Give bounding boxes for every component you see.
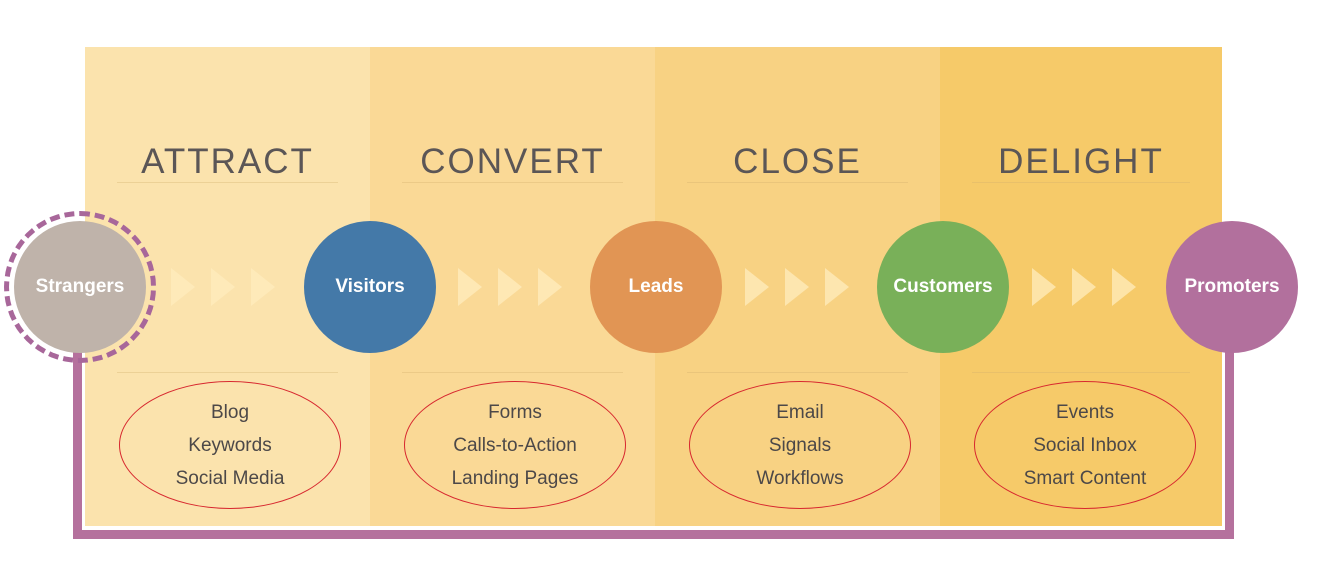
loop-line-bottom bbox=[73, 530, 1234, 539]
divider-top bbox=[972, 182, 1190, 183]
chevron-arrow-icon bbox=[1072, 268, 1096, 306]
divider-top bbox=[402, 182, 623, 183]
chevron-arrow-icon bbox=[211, 268, 235, 306]
tool-item: Forms bbox=[488, 401, 542, 423]
tool-item: Blog bbox=[210, 401, 250, 423]
stage-promoters: Promoters bbox=[1166, 221, 1298, 353]
stage-strangers: Strangers bbox=[14, 221, 146, 353]
chevron-arrow-icon bbox=[785, 268, 809, 306]
divider-top bbox=[687, 182, 908, 183]
dashed-ring-icon bbox=[4, 211, 156, 363]
divider-bottom bbox=[687, 372, 908, 373]
chevron-arrow-icon bbox=[1112, 268, 1136, 306]
tool-item: Smart Content bbox=[1023, 467, 1147, 489]
divider-bottom bbox=[402, 372, 623, 373]
stage-visitors: Visitors bbox=[304, 221, 436, 353]
tool-item: Landing Pages bbox=[451, 467, 579, 489]
tool-item: Keywords bbox=[188, 434, 272, 456]
divider-bottom bbox=[117, 372, 338, 373]
tool-item: Workflows bbox=[756, 467, 844, 489]
stage-leads: Leads bbox=[590, 221, 722, 353]
tool-item: Signals bbox=[768, 434, 832, 456]
tools-oval: Events Social Inbox Smart Content bbox=[974, 381, 1196, 509]
loop-line-left bbox=[73, 352, 82, 539]
chevron-arrow-icon bbox=[1032, 268, 1056, 306]
tools-oval: Forms Calls-to-Action Landing Pages bbox=[404, 381, 626, 509]
stage-customers: Customers bbox=[877, 221, 1009, 353]
column-title: CONVERT bbox=[420, 142, 605, 181]
column-title: DELIGHT bbox=[998, 142, 1164, 181]
tool-item: Events bbox=[1055, 401, 1115, 423]
column-title: ATTRACT bbox=[141, 142, 314, 181]
chevron-arrow-icon bbox=[538, 268, 562, 306]
tool-item: Calls-to-Action bbox=[453, 434, 577, 456]
chevron-arrow-icon bbox=[825, 268, 849, 306]
tool-item: Email bbox=[776, 401, 824, 423]
divider-top bbox=[117, 182, 338, 183]
chevron-arrow-icon bbox=[745, 268, 769, 306]
tools-oval: Email Signals Workflows bbox=[689, 381, 911, 509]
loop-line-right bbox=[1225, 352, 1234, 539]
tools-oval: Blog Keywords Social Media bbox=[119, 381, 341, 509]
tool-item: Social Inbox bbox=[1033, 434, 1137, 456]
chevron-arrow-icon bbox=[251, 268, 275, 306]
divider-bottom bbox=[972, 372, 1190, 373]
column-title: CLOSE bbox=[733, 142, 862, 181]
tool-item: Social Media bbox=[175, 467, 285, 489]
chevron-arrow-icon bbox=[171, 268, 195, 306]
chevron-arrow-icon bbox=[458, 268, 482, 306]
chevron-arrow-icon bbox=[498, 268, 522, 306]
